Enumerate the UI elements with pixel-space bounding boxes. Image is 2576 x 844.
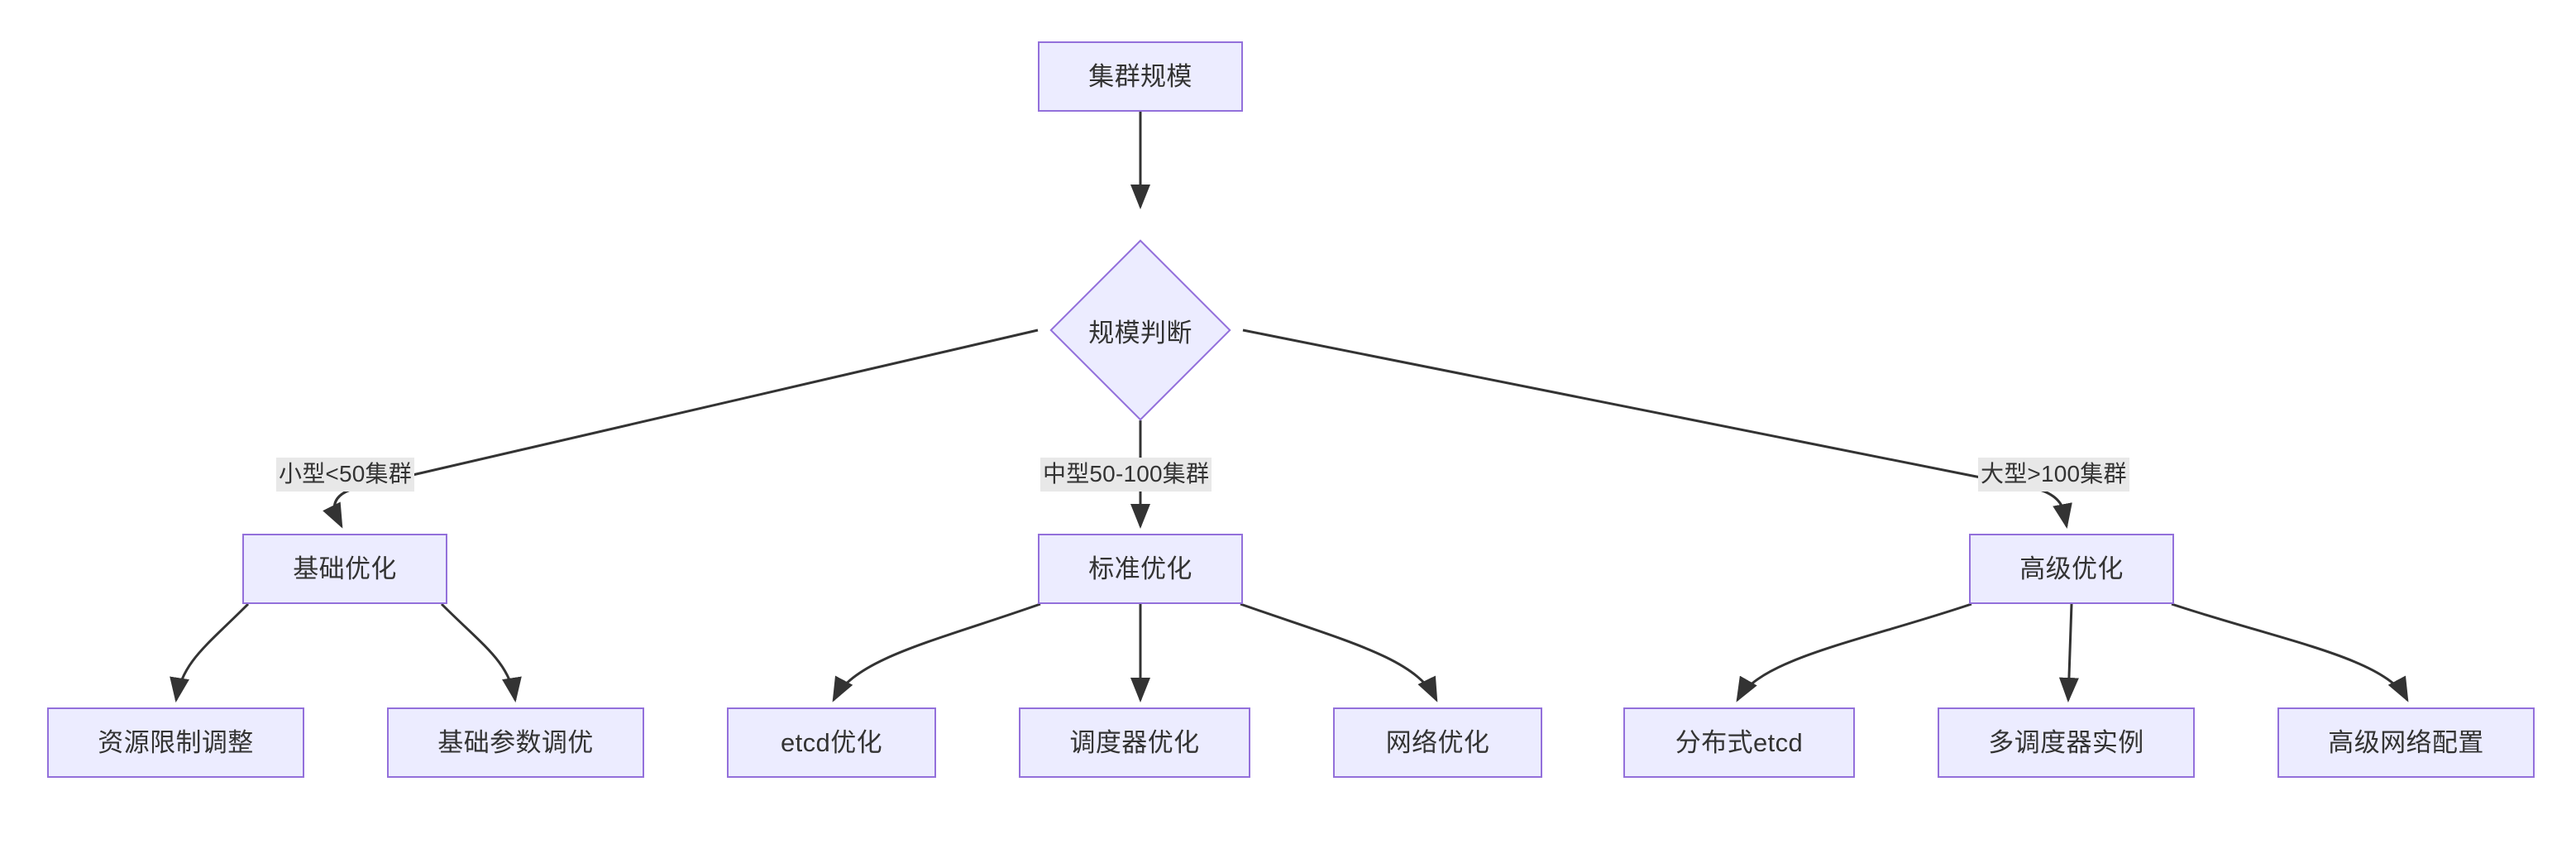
node-network-optimization-label: 网络优化 [1385, 727, 1490, 757]
node-root[interactable]: 集群规模 [1038, 41, 1243, 112]
edge-label-large: 大型>100集群 [1978, 458, 2129, 492]
node-distributed-etcd[interactable]: 分布式etcd [1623, 707, 1855, 778]
node-advanced-network-config[interactable]: 高级网络配置 [2277, 707, 2535, 778]
edge-label-small: 小型<50集群 [276, 458, 414, 492]
edge-decision-to-small [323, 328, 1039, 529]
node-network-optimization[interactable]: 网络优化 [1333, 707, 1542, 778]
node-standard-optimization-label: 标准优化 [1088, 554, 1192, 583]
node-scheduler-optimization-label: 调度器优化 [1069, 727, 1200, 757]
node-basic-param-tuning[interactable]: 基础参数调优 [387, 707, 644, 778]
node-etcd-optimization[interactable]: etcd优化 [727, 707, 936, 778]
edge-decision-to-large [1242, 328, 2072, 529]
edge-medium-to-leaf5 [1240, 602, 1438, 703]
edge-label-medium: 中型50-100集群 [1040, 458, 1212, 492]
node-basic-optimization-label: 基础优化 [293, 554, 397, 583]
edge-small-to-leaf2 [440, 602, 522, 703]
node-distributed-etcd-label: 分布式etcd [1675, 727, 1804, 757]
node-advanced-network-config-label: 高级网络配置 [2328, 727, 2484, 757]
node-multi-scheduler-instance[interactable]: 多调度器实例 [1938, 707, 2195, 778]
edge-label-medium-text: 中型50-100集群 [1043, 461, 1210, 487]
node-decision[interactable]: 规模判断 [1038, 239, 1243, 421]
node-resource-limit-adjust[interactable]: 资源限制调整 [47, 707, 304, 778]
node-advanced-optimization-label: 高级优化 [2019, 554, 2124, 583]
node-scheduler-optimization[interactable]: 调度器优化 [1019, 707, 1250, 778]
node-basic-param-tuning-label: 基础参数调优 [437, 727, 594, 757]
edge-medium-to-leaf3 [832, 602, 1041, 703]
edge-label-small-text: 小型<50集群 [279, 461, 412, 487]
node-basic-optimization[interactable]: 基础优化 [242, 534, 447, 604]
node-etcd-optimization-label: etcd优化 [781, 727, 882, 757]
edge-label-large-text: 大型>100集群 [1981, 461, 2127, 487]
node-root-label: 集群规模 [1088, 61, 1192, 91]
node-advanced-optimization[interactable]: 高级优化 [1969, 534, 2174, 604]
node-resource-limit-adjust-label: 资源限制调整 [98, 727, 254, 757]
node-decision-label: 规模判断 [1088, 318, 1192, 348]
node-multi-scheduler-instance-label: 多调度器实例 [1988, 727, 2144, 757]
edge-small-to-leaf1 [170, 602, 250, 703]
edge-large-to-leaf7 [2058, 603, 2079, 703]
edge-large-to-leaf6 [1736, 602, 1972, 703]
node-standard-optimization[interactable]: 标准优化 [1038, 534, 1243, 604]
edge-large-to-leaf8 [2171, 602, 2409, 703]
